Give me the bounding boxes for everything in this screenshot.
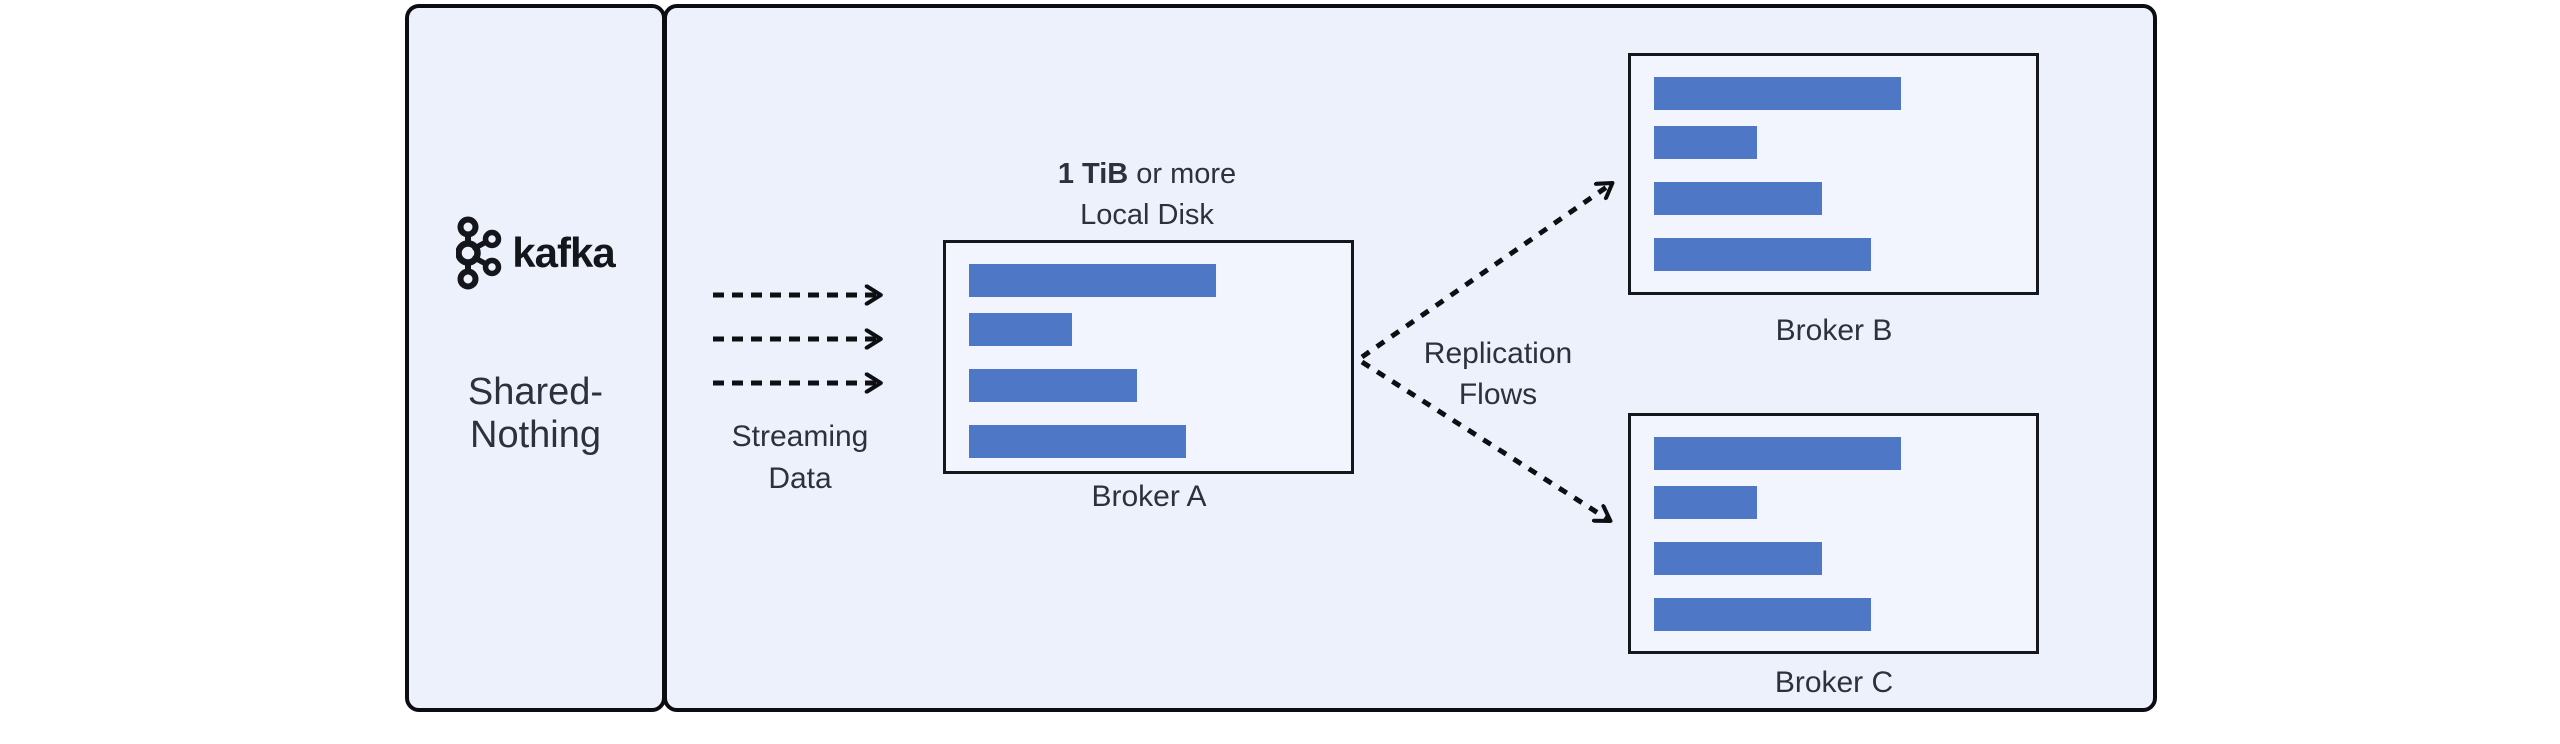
replication-flows-label: Replication Flows bbox=[1373, 333, 1623, 415]
broker-a-label: Broker A bbox=[1091, 480, 1207, 513]
broker-c-box bbox=[1628, 413, 2039, 654]
kafka-panel: kafka Shared-Nothing bbox=[405, 4, 666, 712]
streaming-word: Streaming bbox=[731, 420, 869, 453]
kafka-logo-icon bbox=[456, 216, 502, 290]
disk-segment-bar bbox=[1654, 542, 1822, 575]
disk-segment-bar bbox=[1654, 238, 1871, 271]
disk-segment-bar bbox=[969, 425, 1186, 458]
replication-arrow-to-b bbox=[1360, 184, 1611, 360]
kafka-wordmark: kafka bbox=[512, 229, 615, 276]
architecture-panel: 1 TiB or more Local Disk Streaming Data … bbox=[663, 4, 2157, 712]
disk-segment-bar bbox=[1654, 437, 1901, 470]
disk-size-rest: or more bbox=[1128, 158, 1237, 190]
disk-segment-bar bbox=[969, 369, 1137, 402]
disk-size-note: 1 TiB or more Local Disk bbox=[967, 154, 1327, 236]
broker-a-box bbox=[943, 240, 1354, 474]
streaming-data-label: Streaming Data bbox=[675, 416, 925, 500]
disk-size-line: 1 TiB or more bbox=[967, 154, 1327, 195]
disk-segment-bar bbox=[1654, 486, 1757, 519]
disk-segment-bar bbox=[969, 313, 1072, 346]
data-word: Data bbox=[768, 462, 832, 495]
replication-arrow-to-c bbox=[1360, 359, 1609, 520]
disk-size-emphasis: 1 TiB bbox=[1057, 158, 1129, 190]
replication-word: Replication bbox=[1423, 337, 1573, 370]
kafka-logo: kafka bbox=[409, 216, 662, 290]
disk-segment-bar bbox=[1654, 598, 1871, 631]
flow-arrows bbox=[713, 8, 2153, 708]
broker-c-label: Broker C bbox=[1774, 666, 1894, 699]
local-disk-label: Local Disk bbox=[1080, 199, 1214, 231]
disk-segment-bar bbox=[1654, 126, 1757, 159]
broker-b-box bbox=[1628, 53, 2039, 295]
broker-b-label: Broker B bbox=[1775, 314, 1893, 347]
shared-nothing-label: Shared-Nothing bbox=[467, 371, 604, 456]
disk-segment-bar bbox=[969, 264, 1216, 297]
disk-segment-bar bbox=[1654, 182, 1822, 215]
disk-segment-bar bbox=[1654, 77, 1901, 110]
flows-word: Flows bbox=[1458, 378, 1538, 411]
